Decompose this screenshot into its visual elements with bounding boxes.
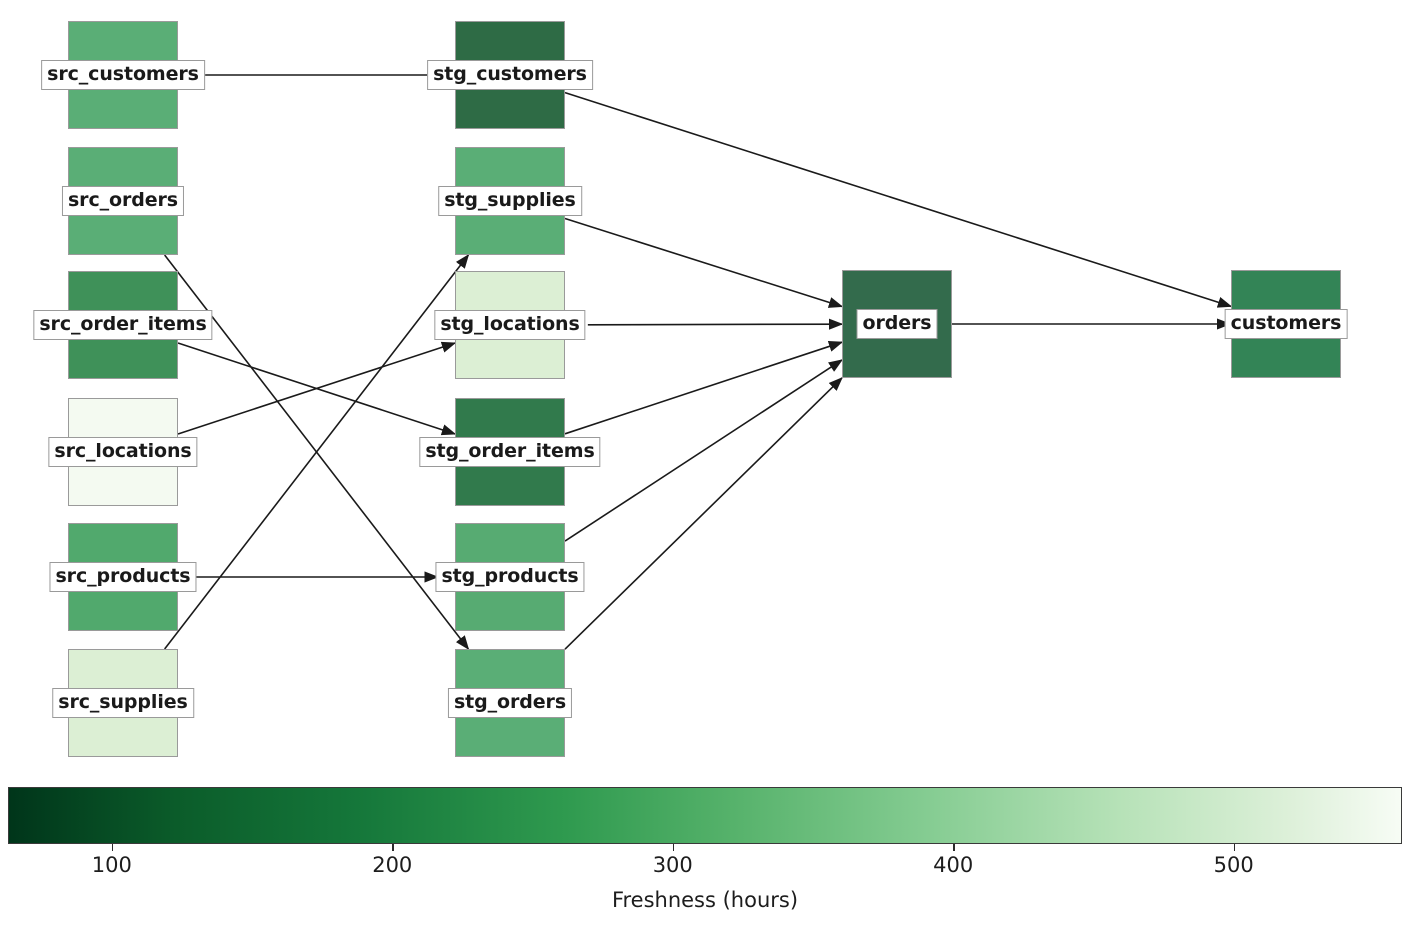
node-label-src_orders[interactable]: src_orders — [61, 186, 185, 216]
colorbar-tick-label-400: 400 — [933, 853, 974, 877]
node-label-stg_customers[interactable]: stg_customers — [427, 60, 593, 90]
node-label-stg_locations[interactable]: stg_locations — [434, 310, 586, 340]
colorbar-tick-label-500: 500 — [1213, 853, 1254, 877]
node-label-src_order_items[interactable]: src_order_items — [33, 310, 213, 340]
colorbar-tick-500 — [1233, 844, 1236, 851]
colorbar-tick-label-300: 300 — [652, 853, 693, 877]
node-label-orders[interactable]: orders — [856, 309, 938, 339]
node-label-src_supplies[interactable]: src_supplies — [52, 688, 194, 718]
colorbar-tick-label-100: 100 — [91, 853, 132, 877]
colorbar-tick-label-200: 200 — [372, 853, 413, 877]
colorbar-tick-400 — [953, 844, 955, 851]
node-label-stg_supplies[interactable]: stg_supplies — [438, 186, 582, 216]
node-label-stg_order_items[interactable]: stg_order_items — [419, 437, 601, 467]
node-label-customers[interactable]: customers — [1224, 309, 1348, 339]
colorbar-tick-300 — [672, 844, 675, 851]
node-label-src_locations[interactable]: src_locations — [48, 437, 198, 467]
node-label-src_products[interactable]: src_products — [49, 562, 197, 592]
colorbar: 100 200 300 400 500 Freshness (hours) — [8, 787, 1402, 919]
node-label-src_customers[interactable]: src_customers — [41, 60, 205, 90]
colorbar-gradient — [8, 787, 1402, 844]
node-label-stg_products[interactable]: stg_products — [435, 562, 585, 592]
colorbar-tick-100 — [111, 844, 114, 851]
colorbar-title: Freshness (hours) — [611, 888, 799, 912]
colorbar-tick-200 — [392, 844, 394, 851]
node-label-stg_orders[interactable]: stg_orders — [447, 688, 573, 718]
